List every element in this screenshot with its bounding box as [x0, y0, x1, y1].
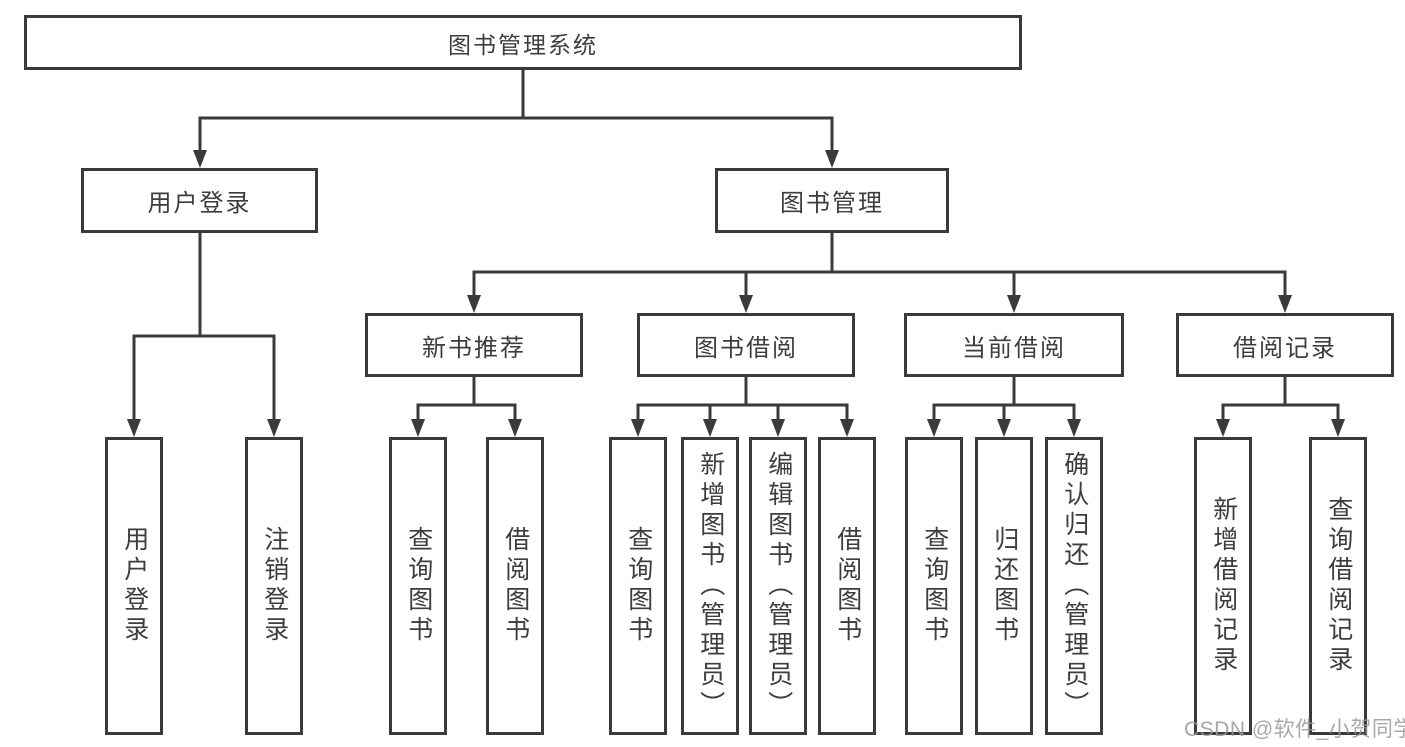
leaf-user-login-label: 用户登录: [120, 526, 149, 646]
leaf-borrow-books-borrowing: 借阅图书: [818, 437, 876, 735]
csdn-watermark: CSDN @软件_小贺同学: [1184, 718, 1405, 741]
leaf-add-books-admin: 新增图书（管理员）: [681, 437, 739, 735]
node-new-book-recommend: 新书推荐: [365, 313, 583, 377]
leaf-edit-books-admin: 编辑图书（管理员）: [749, 437, 807, 735]
leaf-add-borrow-record-label: 新增借阅记录: [1209, 496, 1238, 676]
leaf-confirm-return-admin: 确认归还（管理员）: [1045, 437, 1103, 735]
node-root-system: 图书管理系统: [24, 15, 1022, 70]
leaf-confirm-return-admin-label: 确认归还（管理员）: [1060, 451, 1089, 721]
leaf-borrow-books-borrowing-label: 借阅图书: [833, 526, 862, 646]
leaf-query-books-current-label: 查询图书: [920, 526, 949, 646]
node-user-login-label: 用户登录: [147, 190, 252, 217]
leaf-edit-books-admin-label: 编辑图书（管理员）: [764, 451, 793, 721]
leaf-borrow-books-recommend-label: 借阅图书: [501, 526, 530, 646]
connector-new-book-recommend-to-leaves: [411, 377, 522, 437]
node-book-borrowing: 图书借阅: [637, 313, 855, 377]
node-borrowing-records-label: 借阅记录: [1233, 334, 1337, 362]
node-book-management: 图书管理: [715, 168, 949, 233]
connector-book-management-to-level2: [467, 233, 1292, 313]
leaf-query-books-recommend: 查询图书: [389, 437, 447, 735]
connector-book-borrowing-to-leaves: [631, 377, 854, 437]
node-current-borrowing: 当前借阅: [904, 313, 1124, 377]
leaf-logout: 注销登录: [245, 437, 303, 735]
leaf-query-borrow-record: 查询借阅记录: [1309, 437, 1367, 735]
connector-current-borrowing-to-leaves: [927, 377, 1081, 437]
leaf-logout-label: 注销登录: [260, 526, 289, 646]
node-current-borrowing-label: 当前借阅: [962, 334, 1066, 362]
leaf-return-books: 归还图书: [975, 437, 1033, 735]
node-book-management-label: 图书管理: [780, 190, 884, 217]
leaf-add-books-admin-label: 新增图书（管理员）: [696, 451, 725, 721]
node-root-label: 图书管理系统: [448, 31, 598, 58]
node-new-book-recommend-label: 新书推荐: [422, 334, 526, 362]
connector-user-login-to-leaves: [127, 233, 281, 437]
node-book-borrowing-label: 图书借阅: [694, 334, 798, 362]
leaf-query-books-borrowing: 查询图书: [609, 437, 667, 735]
leaf-return-books-label: 归还图书: [990, 526, 1019, 646]
leaf-query-books-borrowing-label: 查询图书: [624, 526, 653, 646]
node-borrowing-records: 借阅记录: [1176, 313, 1394, 377]
leaf-query-borrow-record-label: 查询借阅记录: [1324, 496, 1353, 676]
leaf-query-books-recommend-label: 查询图书: [404, 526, 433, 646]
node-user-login: 用户登录: [81, 168, 318, 233]
leaf-borrow-books-recommend: 借阅图书: [486, 437, 544, 735]
leaf-add-borrow-record: 新增借阅记录: [1194, 437, 1252, 735]
leaf-query-books-current: 查询图书: [905, 437, 963, 735]
connector-root-to-level1: [193, 70, 839, 168]
leaf-user-login: 用户登录: [105, 437, 163, 735]
connector-borrowing-records-to-leaves: [1216, 377, 1345, 437]
